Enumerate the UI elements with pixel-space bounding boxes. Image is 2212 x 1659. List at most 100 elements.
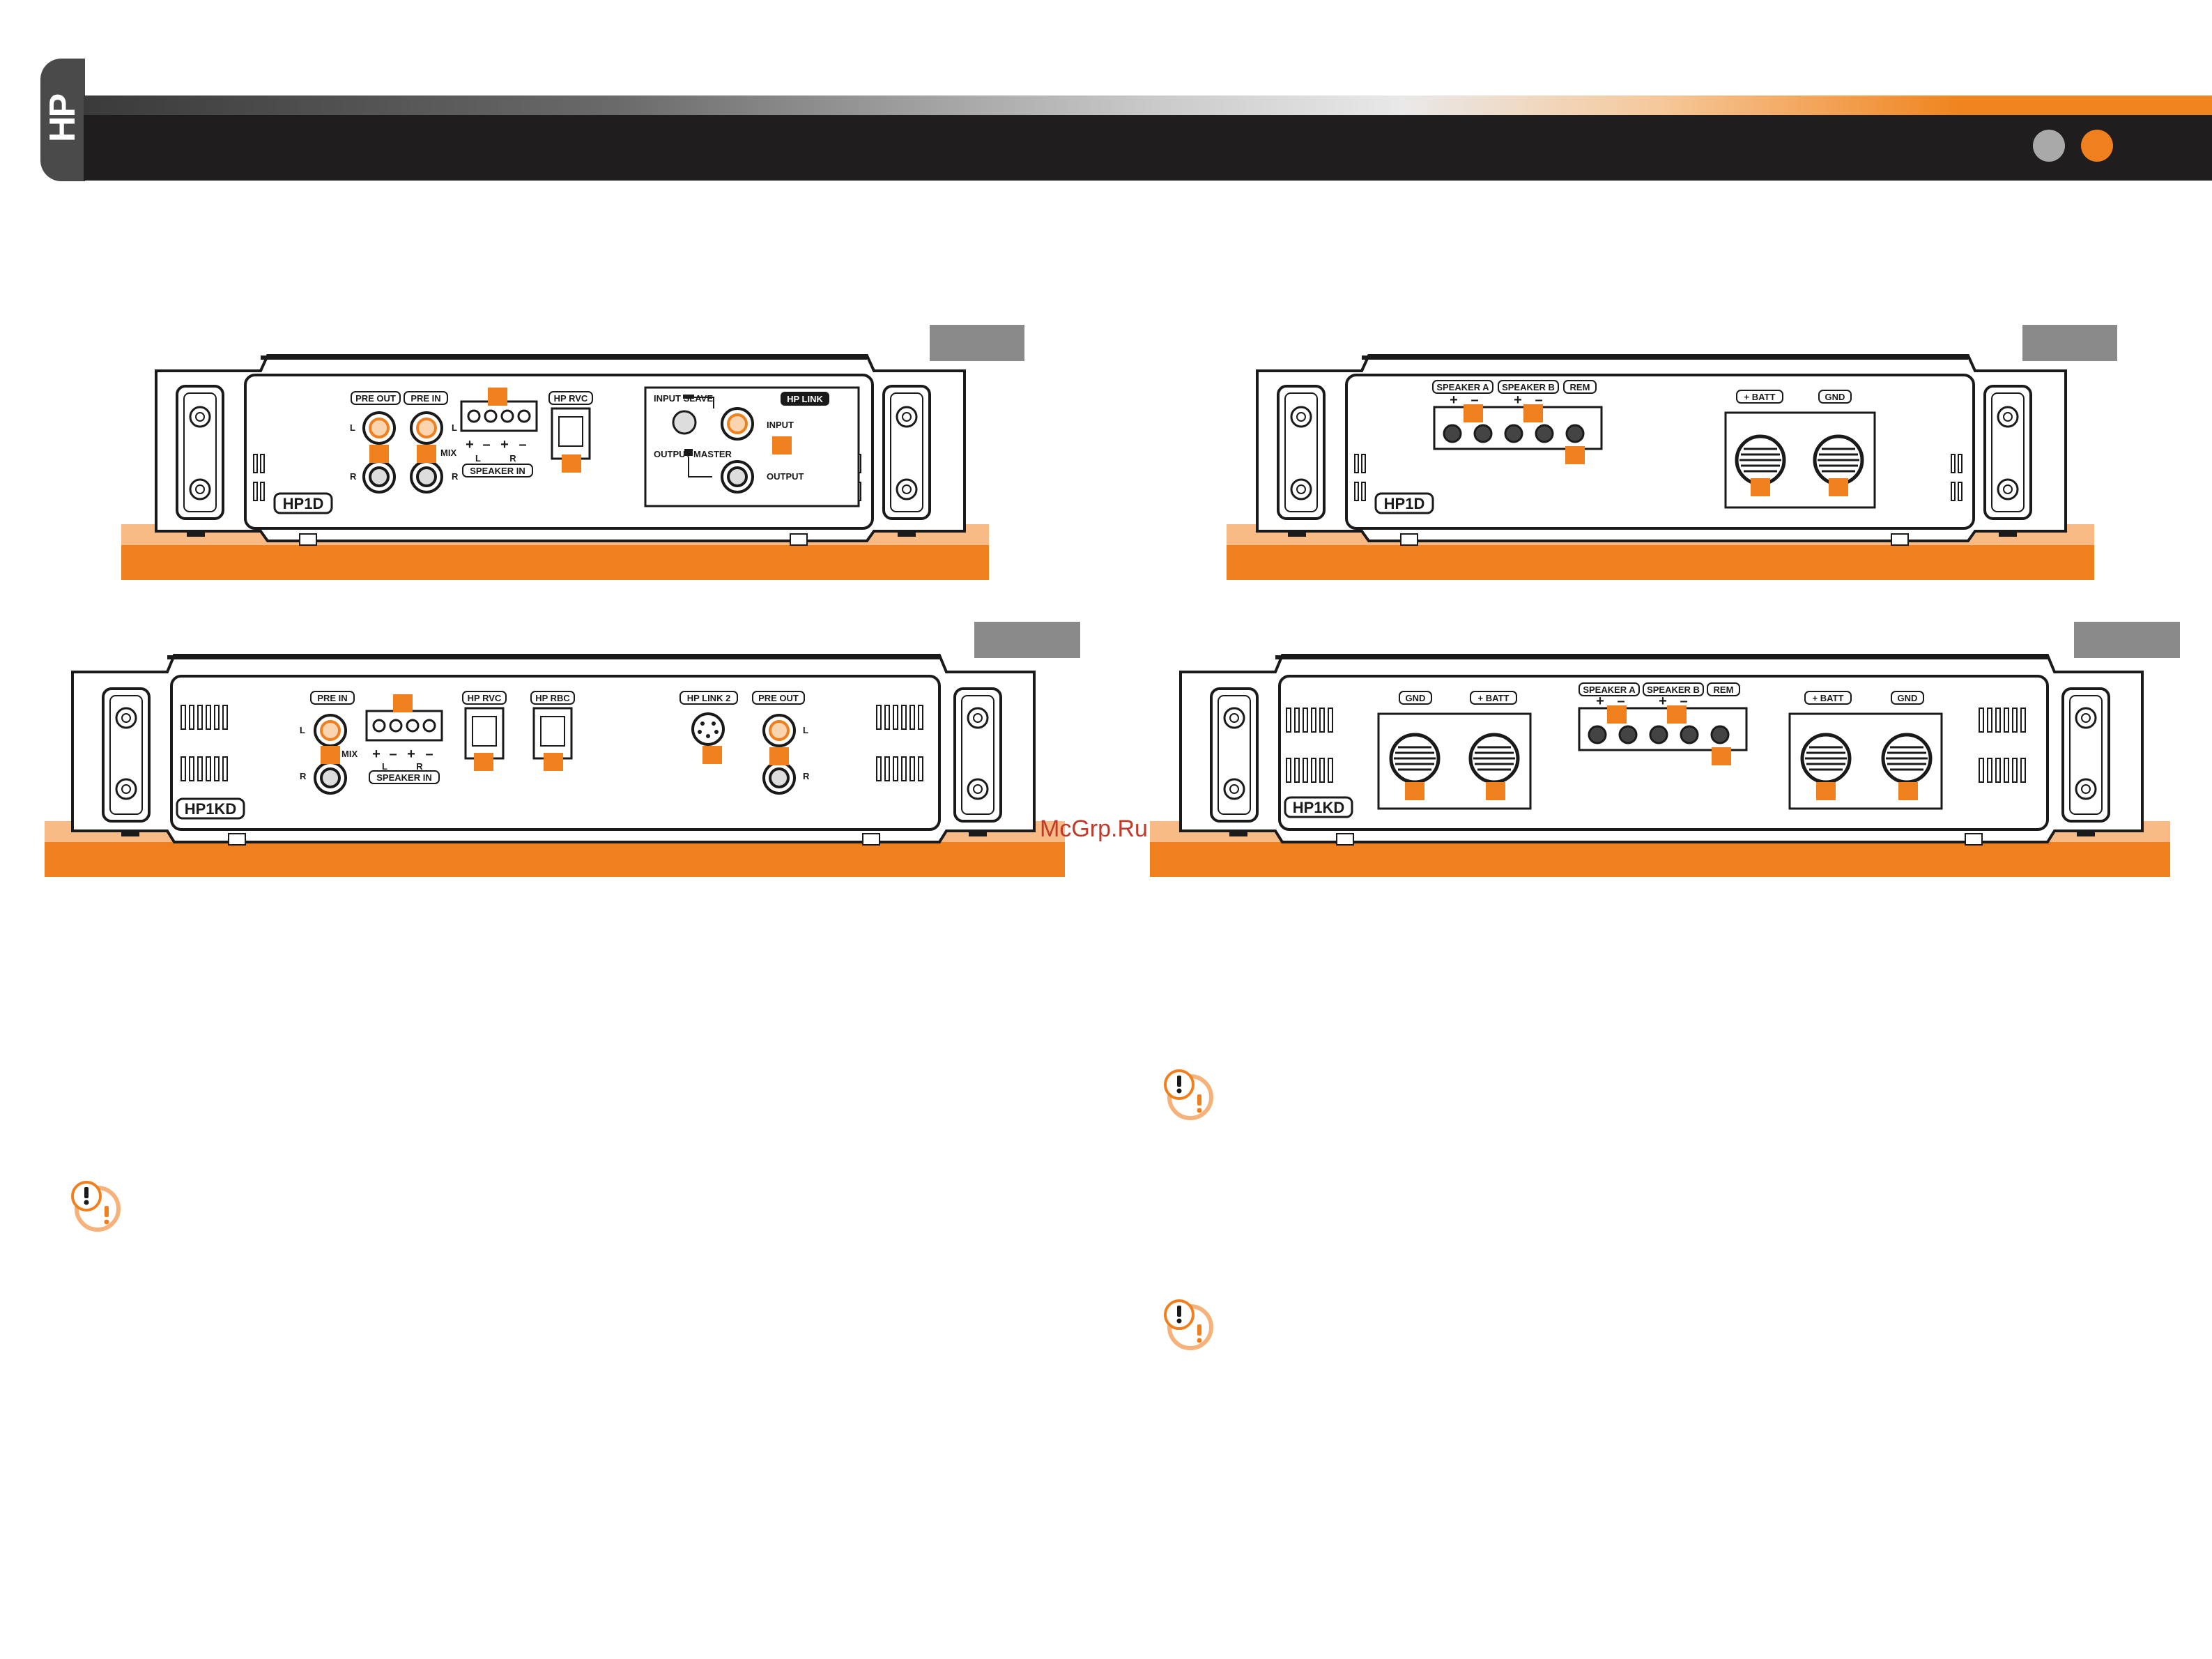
callout-marker (1816, 782, 1836, 800)
figure-tag (2074, 622, 2180, 658)
gnd-label: GND (1406, 693, 1426, 703)
svg-text:–: – (1680, 694, 1687, 709)
hp1kd-power-panel: HP1KD GND + BATT SPEAKER A SPEAKER B REM… (1150, 622, 2195, 880)
figure-tag (930, 325, 1024, 361)
svg-text:–: – (1617, 694, 1625, 709)
callout-marker (1712, 747, 1731, 765)
hp-rvc-label: HP RVC (468, 693, 502, 703)
svg-text:–: – (519, 437, 526, 452)
pre-out-label: PRE OUT (355, 393, 396, 404)
speaker-in-label: SPEAKER IN (470, 466, 525, 476)
page-dot-inactive[interactable] (2033, 130, 2065, 162)
speaker-b-label: SPEAKER B (1502, 382, 1555, 392)
right-label: R (803, 771, 810, 781)
gnd-label: GND (1898, 693, 1918, 703)
speaker-terminals[interactable] (1443, 424, 1585, 443)
hp1d-power-drawing: HP1D SPEAKER A SPEAKER B REM +– +– + BAT… (1227, 354, 2094, 580)
watermark: McGrp.Ru (1040, 816, 1148, 842)
power-terminals[interactable] (1389, 733, 1520, 784)
model-label: HP1D (283, 495, 324, 512)
page-dot-active[interactable] (2081, 130, 2113, 162)
svg-text:+: + (1659, 694, 1667, 709)
right-label: R (509, 453, 516, 464)
callout-marker (474, 753, 493, 771)
hp1d-power-panel: HP1D SPEAKER A SPEAKER B REM +– +– + BAT… (1227, 325, 2133, 583)
power-terminals[interactable] (1735, 434, 1864, 486)
callout-marker (1829, 478, 1848, 496)
callout-marker (1464, 404, 1483, 422)
pre-out-label: PRE OUT (758, 693, 799, 703)
callout-marker (769, 747, 789, 765)
right-label: R (300, 771, 307, 781)
svg-text:+: + (1514, 392, 1522, 408)
right-label: R (452, 471, 459, 482)
callout-marker (1751, 478, 1770, 496)
output-label: OUTPUT (767, 471, 804, 482)
gnd-label: GND (1825, 392, 1845, 402)
batt-label: + BATT (1744, 392, 1776, 402)
callout-marker (544, 753, 563, 771)
warning-icon (1164, 1299, 1213, 1350)
left-label: L (475, 453, 481, 464)
rca-jacks[interactable] (362, 411, 443, 494)
hp1d-signal-panel: HP1D PRE OUT PRE IN L R L R MIX +– +– L … (121, 325, 1027, 583)
left-label: L (300, 725, 305, 735)
callout-marker (393, 694, 413, 712)
warning-icon (71, 1181, 121, 1232)
power-terminals[interactable] (1800, 733, 1933, 784)
callout-marker (702, 746, 722, 764)
speaker-a-label: SPEAKER A (1436, 382, 1489, 392)
callout-marker (1565, 446, 1585, 464)
brand-tab (40, 59, 85, 181)
hp-rvc-label: HP RVC (554, 393, 588, 404)
figure-tag (974, 622, 1080, 658)
callout-marker (562, 454, 581, 473)
hp-rbc-label: HP RBC (535, 693, 570, 703)
model-label: HP1KD (1293, 799, 1345, 816)
batt-label: + BATT (1813, 693, 1844, 703)
output-master-label: OUTPUT MASTER (654, 449, 732, 459)
header-bar (84, 115, 2212, 181)
left-label: L (350, 422, 355, 433)
speaker-a-label: SPEAKER A (1583, 685, 1636, 695)
warning-icon (1164, 1069, 1213, 1120)
batt-label: + BATT (1478, 693, 1510, 703)
right-label: R (416, 761, 423, 772)
callout-marker (1898, 782, 1918, 800)
header-gradient-stripe (84, 95, 2212, 115)
hp1kd-signal-drawing: HP1KD PRE IN L R MIX +– +– L R SPEAKER I… (45, 654, 1065, 877)
svg-text:–: – (1535, 392, 1542, 408)
callout-marker (1405, 782, 1424, 800)
svg-text:–: – (389, 747, 397, 762)
callout-marker (1523, 404, 1543, 422)
left-label: L (803, 725, 808, 735)
rem-label: REM (1570, 382, 1590, 392)
pre-in-label: PRE IN (317, 693, 347, 703)
right-label: R (350, 471, 357, 482)
svg-text:+: + (466, 437, 474, 452)
mix-label: MIX (440, 448, 456, 458)
callout-marker (772, 436, 792, 454)
speaker-in-label: SPEAKER IN (376, 772, 431, 783)
rem-label: REM (1714, 685, 1734, 695)
callout-marker (488, 388, 507, 406)
left-label: L (452, 422, 457, 433)
hp1kd-power-drawing: HP1KD GND + BATT SPEAKER A SPEAKER B REM… (1150, 654, 2170, 877)
svg-text:–: – (425, 747, 433, 762)
speaker-terminals[interactable] (1588, 725, 1730, 744)
brand-logo: HP (43, 94, 83, 143)
callout-marker (417, 445, 436, 463)
svg-text:–: – (482, 437, 490, 452)
speaker-b-label: SPEAKER B (1647, 685, 1700, 695)
mix-label: MIX (341, 749, 358, 759)
hp-link2-label: HP LINK 2 (687, 693, 731, 703)
callout-marker (1486, 782, 1505, 800)
hp1kd-signal-panel: HP1KD PRE IN L R MIX +– +– L R SPEAKER I… (45, 622, 1090, 880)
hp-link-label: HP LINK (787, 394, 823, 404)
svg-text:–: – (1470, 392, 1478, 408)
callout-marker (369, 445, 389, 463)
model-label: HP1KD (185, 800, 237, 818)
svg-text:+: + (372, 747, 381, 762)
callout-marker (1607, 705, 1627, 724)
callout-marker (321, 746, 340, 764)
